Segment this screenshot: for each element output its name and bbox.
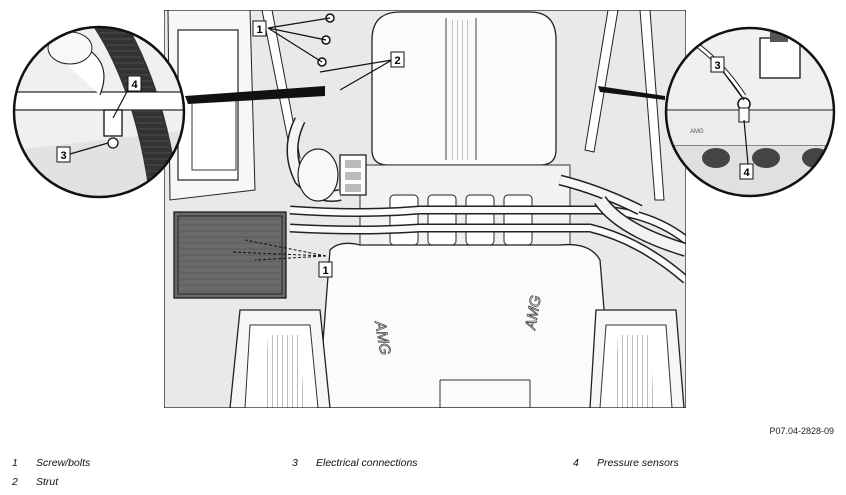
legend-item-electrical-connections: 3 Electrical connections (292, 457, 418, 469)
detail-inset-right: AMG (664, 26, 836, 198)
svg-text:3: 3 (714, 60, 720, 72)
svg-text:4: 4 (131, 79, 138, 91)
callout-1-lower: 1 (318, 261, 333, 278)
callout-1-top: 1 (252, 20, 267, 37)
zoom-connector-left (185, 86, 325, 104)
svg-text:1: 1 (322, 265, 328, 277)
zoom-connector-right (598, 86, 665, 100)
legend-number: 4 (573, 457, 579, 469)
svg-text:4: 4 (743, 167, 750, 179)
svg-text:AMG: AMG (371, 319, 394, 357)
callout-4-left: 4 (127, 75, 142, 92)
legend-item-screw-bolts: 1 Screw/bolts (12, 457, 90, 469)
legend-number: 2 (12, 476, 18, 488)
legend-item-pressure-sensors: 4 Pressure sensors (573, 457, 679, 469)
callout-2: 2 (390, 51, 405, 68)
callout-4-right: 4 (739, 163, 754, 180)
main-view: AMG AMG (164, 10, 686, 408)
legend-number: 3 (292, 457, 298, 469)
svg-text:3: 3 (60, 150, 66, 162)
svg-text:1: 1 (256, 24, 262, 36)
legend-label: Electrical connections (316, 457, 418, 469)
callout-3-left: 3 (56, 146, 71, 163)
svg-text:2: 2 (394, 55, 400, 67)
callout-3-right: 3 (710, 56, 725, 73)
legend-item-strut: 2 Strut (12, 476, 58, 488)
legend-label: Strut (36, 476, 59, 488)
engine-bay-diagram: AMG AMG (12, 10, 836, 408)
svg-text:AMG: AMG (522, 294, 545, 332)
legend-label: Pressure sensors (597, 457, 679, 469)
legend-number: 1 (12, 457, 18, 469)
figure-id: P07.04-2828-09 (769, 426, 834, 436)
legend-label: Screw/bolts (36, 457, 91, 469)
svg-text:AMG: AMG (690, 129, 704, 135)
